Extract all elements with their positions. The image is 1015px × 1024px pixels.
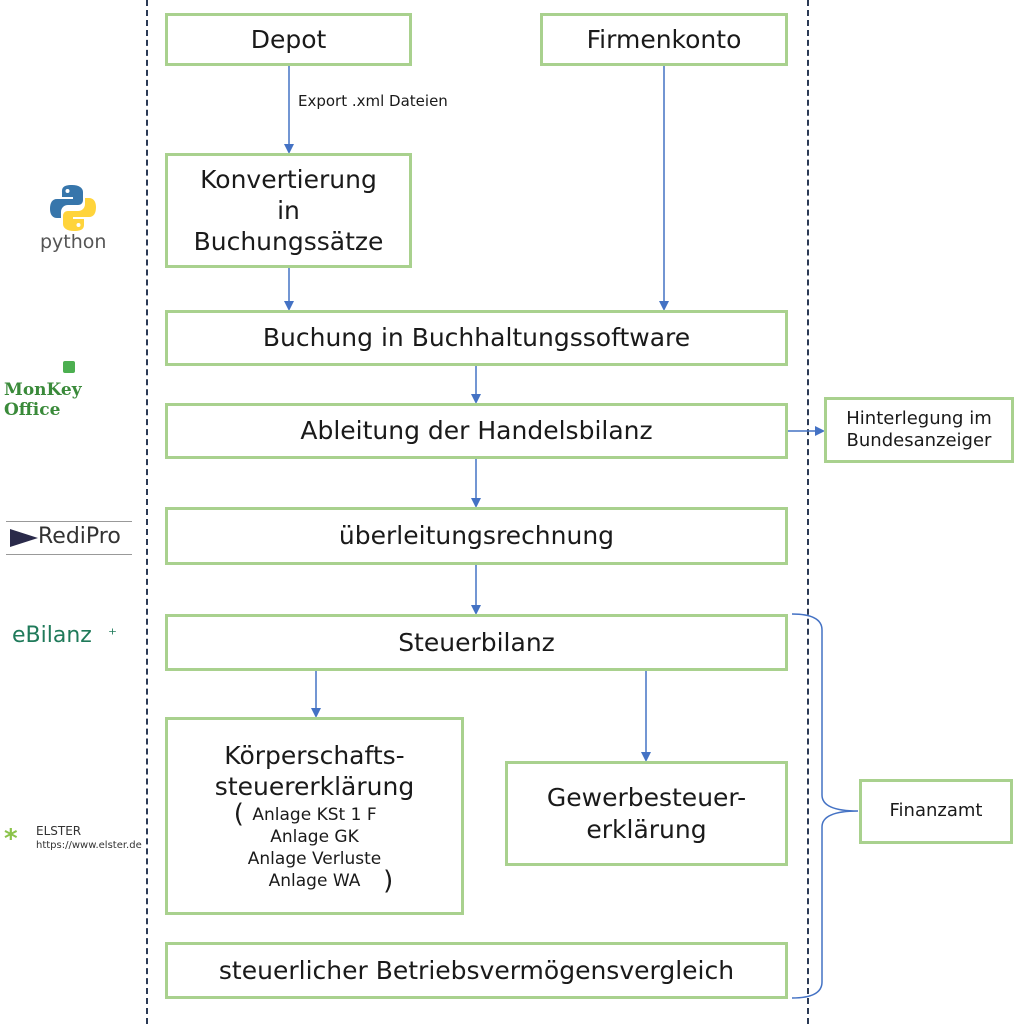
redipro-logo: RediPro	[6, 521, 132, 555]
ebilanz-plus-icon: ⁺	[108, 625, 117, 645]
depot-box: Depot	[165, 13, 412, 66]
konvertierung-line-1: Konvertierung	[200, 164, 377, 194]
ebilanz-wordmark: eBilanz	[12, 623, 92, 648]
finanzamt-brace	[791, 613, 859, 999]
python-logo: python	[38, 183, 108, 255]
ebilanz-logo: eBilanz ⁺	[12, 623, 132, 655]
python-icon	[50, 185, 96, 231]
monkey-wordmark: MonKey Office	[4, 380, 82, 420]
redipro-icon	[10, 529, 38, 547]
elster-url: https://www.elster.de	[36, 840, 142, 851]
kst-line-1: Körperschafts-	[224, 740, 405, 770]
konvertierung-line-3: Buchungssätze	[193, 227, 384, 257]
konvertierung-box: Konvertierung in Buchungssätze	[165, 153, 412, 268]
ableitung-box: Ableitung der Handelsbilanz	[165, 403, 788, 459]
elster-star-icon: *	[4, 824, 18, 854]
kst-anlage-2: Anlage GK	[270, 827, 359, 848]
firmenkonto-box: Firmenkonto	[540, 13, 788, 66]
kst-line-2: steuererklärung	[214, 771, 415, 801]
buchung-box: Buchung in Buchhaltungssoftware	[165, 310, 788, 366]
kst-anlage-3: Anlage Verluste	[247, 849, 382, 870]
firmenkonto-label: Firmenkonto	[586, 24, 742, 54]
kst-box: Körperschafts- steuererklärung ( Anlage …	[165, 717, 464, 915]
bvv-label: steuerlicher Betriebsvermögensvergleich	[218, 955, 735, 985]
steuerbilanz-box: Steuerbilanz	[165, 614, 788, 671]
depot-label: Depot	[250, 24, 327, 54]
steuerbilanz-label: Steuerbilanz	[398, 627, 555, 657]
hinterlegung-box: Hinterlegung im Bundesanzeiger	[824, 397, 1014, 463]
monkey-icon	[63, 361, 75, 373]
monkey-office-logo: MonKey Office	[4, 361, 136, 420]
ueberleitung-label: überleitungsrechnung	[338, 521, 615, 551]
gewst-line-2: erklärung	[586, 814, 707, 844]
konvertierung-line-2: in	[277, 195, 300, 225]
kst-anlagen: ( Anlage KSt 1 F Anlage GK Anlage Verlus…	[234, 799, 393, 896]
edge-label-export: Export .xml Dateien	[298, 92, 448, 110]
gewst-line-1: Gewerbesteuer-	[546, 783, 747, 813]
elster-wordmark: ELSTER	[36, 824, 82, 838]
elster-logo: * ELSTER https://www.elster.de	[4, 822, 142, 858]
finanzamt-box: Finanzamt	[859, 779, 1013, 844]
hinterlegung-line-1: Hinterlegung im	[846, 407, 992, 429]
kst-paren-open: (	[233, 799, 244, 830]
redipro-wordmark: RediPro	[38, 524, 121, 549]
buchung-label: Buchung in Buchhaltungssoftware	[262, 323, 691, 353]
right-divider	[807, 0, 809, 1024]
python-wordmark: python	[40, 231, 107, 253]
bvv-box: steuerlicher Betriebsvermögensvergleich	[165, 942, 788, 999]
kst-anlage-1: Anlage KSt 1 F	[252, 805, 377, 826]
kst-paren-close: )	[383, 865, 394, 896]
kst-anlage-4: Anlage WA	[268, 871, 361, 892]
left-divider	[146, 0, 148, 1024]
ueberleitung-box: überleitungsrechnung	[165, 507, 788, 565]
ableitung-label: Ableitung der Handelsbilanz	[300, 416, 653, 446]
finanzamt-label: Finanzamt	[889, 800, 983, 822]
hinterlegung-line-2: Bundesanzeiger	[846, 430, 992, 451]
gewst-box: Gewerbesteuer- erklärung	[505, 761, 788, 866]
